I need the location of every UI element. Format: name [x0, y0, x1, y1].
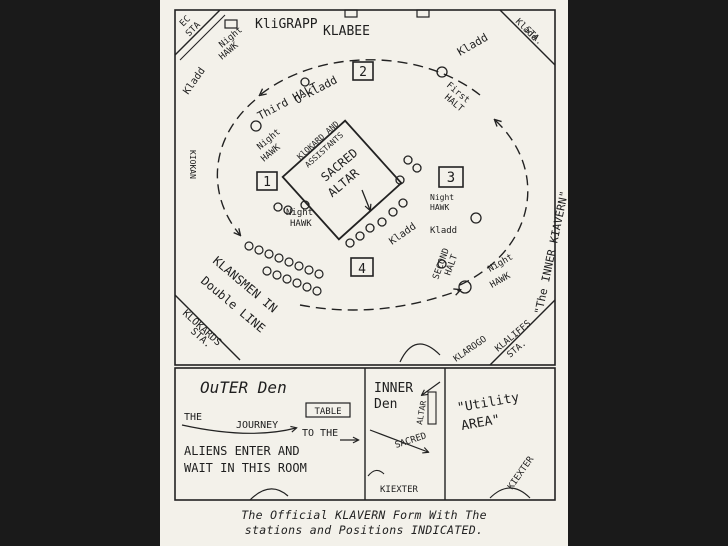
inner-den-title-2: Den — [374, 397, 397, 412]
corner-top-left — [174, 9, 221, 56]
klarogo-label: KLAROGO — [452, 335, 489, 365]
right-background — [568, 0, 728, 546]
inner-klavern-title: "The INNER KIAVERN" — [532, 190, 568, 316]
station-1-label: 1 — [263, 175, 271, 190]
kiexter-left-label: KIEXTER — [380, 485, 419, 495]
inner-den-arrow — [369, 429, 428, 452]
inner-klavern-frame — [174, 9, 556, 366]
kladd-inner-label: Kladd — [387, 221, 418, 247]
altar-label-small: ALTAR — [415, 400, 428, 425]
station-box — [416, 9, 430, 18]
position-circles — [250, 66, 482, 294]
kligrapp-label: KliGRAPP — [255, 17, 318, 32]
inner-den-altar-box — [427, 391, 437, 425]
night-hawk-inner-right-label-2: HAWK — [430, 203, 449, 212]
klarogo-door-arc — [399, 343, 441, 363]
caption-line-2: stations and Positions INDICATED. — [244, 523, 484, 537]
klavern-diagram: SACRED ALTAR 1 2 3 4 EC STA — [174, 9, 568, 501]
route-right — [459, 120, 529, 286]
aliens-line-1: ALIENS ENTER AND — [184, 444, 300, 458]
corner-top-left-inner — [179, 14, 226, 61]
station-3-label: 3 — [447, 170, 455, 186]
route-top — [260, 59, 481, 95]
utility-area-label-2: AREA" — [460, 412, 501, 434]
route-bottom — [299, 290, 460, 311]
night-hawk-center-label: Night — [286, 208, 313, 218]
utility-area-label: "Utility — [456, 390, 520, 416]
station-2-box — [352, 61, 374, 81]
to-the-label: TO THE — [302, 428, 338, 439]
station-box — [344, 9, 358, 18]
aliens-line-2: WAIT IN THIS ROOM — [184, 461, 307, 475]
inner-den-title: INNER — [374, 381, 413, 396]
altar-arrow — [361, 189, 370, 210]
corner-top-right — [499, 9, 556, 66]
station-4-label: 4 — [358, 262, 366, 277]
corner-bottom-left — [174, 294, 241, 361]
kladd-mid-label: Kladd — [430, 226, 457, 236]
station-3-box — [438, 166, 464, 188]
kladd-right-label: Kladd — [455, 31, 490, 59]
journey-arrow-1 — [181, 424, 296, 434]
night-hawk-center-label-2: HAWK — [290, 219, 312, 229]
kiexter-right-door — [489, 487, 531, 499]
klavern-diagram-page: SACRED ALTAR 1 2 3 4 EC STA — [160, 0, 568, 546]
station-1-box — [256, 171, 278, 191]
table-label: TABLE — [314, 407, 341, 417]
caption-line-1: The Official KLAVERN Form With The — [241, 508, 487, 522]
journey-label: JOURNEY — [236, 420, 278, 431]
klabee-label: KLABEE — [323, 24, 370, 39]
table-box — [305, 402, 351, 418]
outer-den-title: OuTER Den — [200, 378, 287, 397]
diagram-caption: The Official KLAVERN Form With The stati… — [160, 508, 568, 538]
station-2-label: 2 — [359, 65, 367, 80]
corner-bottom-right — [489, 299, 556, 366]
station-4-box — [350, 257, 374, 277]
inner-den-arrow-2 — [422, 381, 441, 395]
kiexter-left-door — [367, 469, 385, 477]
kiexter-right-label: KIEXTER — [506, 454, 536, 491]
route-left — [216, 99, 256, 235]
klansmen-double-line — [244, 241, 324, 296]
left-background — [0, 0, 160, 546]
kladd-left-label: Kladd — [181, 66, 207, 97]
station-box — [224, 19, 238, 29]
kiokan-label: KIOKAN — [188, 150, 197, 179]
night-hawk-inner-right-label: Night — [430, 193, 454, 202]
outer-den-door-arc — [249, 488, 289, 501]
the-label: THE — [184, 412, 202, 423]
